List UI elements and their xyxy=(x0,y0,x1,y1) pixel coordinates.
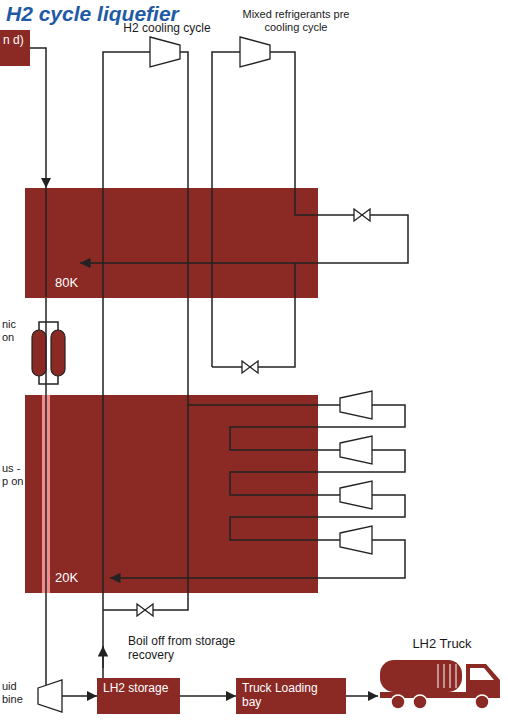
turbine-line xyxy=(110,540,405,578)
truck-figure: LH2 Truck xyxy=(378,636,506,720)
converter-pipe xyxy=(39,322,58,330)
mr-cycle-line xyxy=(80,52,408,263)
h2-cycle-line xyxy=(103,405,188,610)
truck-illustration xyxy=(378,656,504,712)
turbine-symbol xyxy=(340,391,372,419)
ladder-rung xyxy=(450,664,451,688)
catalytic-converter xyxy=(32,330,46,376)
turbine-symbol xyxy=(340,481,372,509)
valve-symbol xyxy=(242,361,258,373)
heat-exchanger: 20K xyxy=(25,395,318,593)
converter-pipe xyxy=(39,376,58,384)
heat-exchanger: 80K xyxy=(25,188,318,298)
turbine-line xyxy=(230,495,405,540)
feed-box: n d) xyxy=(0,30,30,66)
turbine-symbol xyxy=(340,526,372,554)
cycle-label: Mixed refrigerants pre cooling cycle xyxy=(240,8,352,33)
turbine-symbol xyxy=(340,436,372,464)
box-label: Truck Loading bay xyxy=(242,681,340,710)
flow-line xyxy=(46,593,97,696)
valve-symbol xyxy=(137,604,153,616)
note-label: uid bine xyxy=(2,680,34,705)
flow-line xyxy=(346,695,378,697)
compressor-symbol xyxy=(240,37,270,67)
feed-line xyxy=(45,188,47,297)
catalytic-converter xyxy=(51,330,65,376)
ortho-para-strip xyxy=(42,395,50,593)
h2-cycle-line xyxy=(180,52,340,405)
ladder-rung xyxy=(444,664,445,688)
ladder-rung xyxy=(456,664,457,688)
mr-cycle-line xyxy=(212,52,240,367)
truck-label: LH2 Truck xyxy=(378,636,506,656)
box-label: LH2 storage xyxy=(103,681,174,695)
box-label: n d) xyxy=(3,33,27,47)
note-label: Boil off from storage recovery xyxy=(128,635,238,663)
truck-wheel xyxy=(475,695,489,709)
box-label: 80K xyxy=(55,275,318,291)
truck-wheel xyxy=(391,695,405,709)
flow-line xyxy=(180,695,236,697)
truck-wheel xyxy=(413,695,427,709)
truck-cab xyxy=(466,664,500,698)
flow-line xyxy=(45,298,47,395)
turbine-line xyxy=(230,450,405,495)
tank-shape xyxy=(380,660,462,692)
storage-box: LH2 storage xyxy=(97,678,180,714)
turbine-symbol xyxy=(38,680,62,712)
cab-window xyxy=(470,668,494,680)
h2-cycle-line xyxy=(103,52,150,678)
note-label: us -p on xyxy=(2,462,24,487)
diagram-title: H2 cycle liquefier xyxy=(6,2,179,26)
ladder-rung xyxy=(438,664,439,688)
box-label: 20K xyxy=(55,570,318,586)
valve-symbol xyxy=(354,209,370,221)
compressor-symbol xyxy=(150,37,180,67)
turbine-line xyxy=(230,405,405,450)
mr-cycle-line xyxy=(212,263,295,367)
note-label: nic on xyxy=(2,318,26,343)
boil-off-arrow xyxy=(102,646,104,668)
feed-line xyxy=(45,395,47,593)
loading-bay-box: Truck Loading bay xyxy=(236,678,346,714)
flow-line xyxy=(30,48,46,188)
